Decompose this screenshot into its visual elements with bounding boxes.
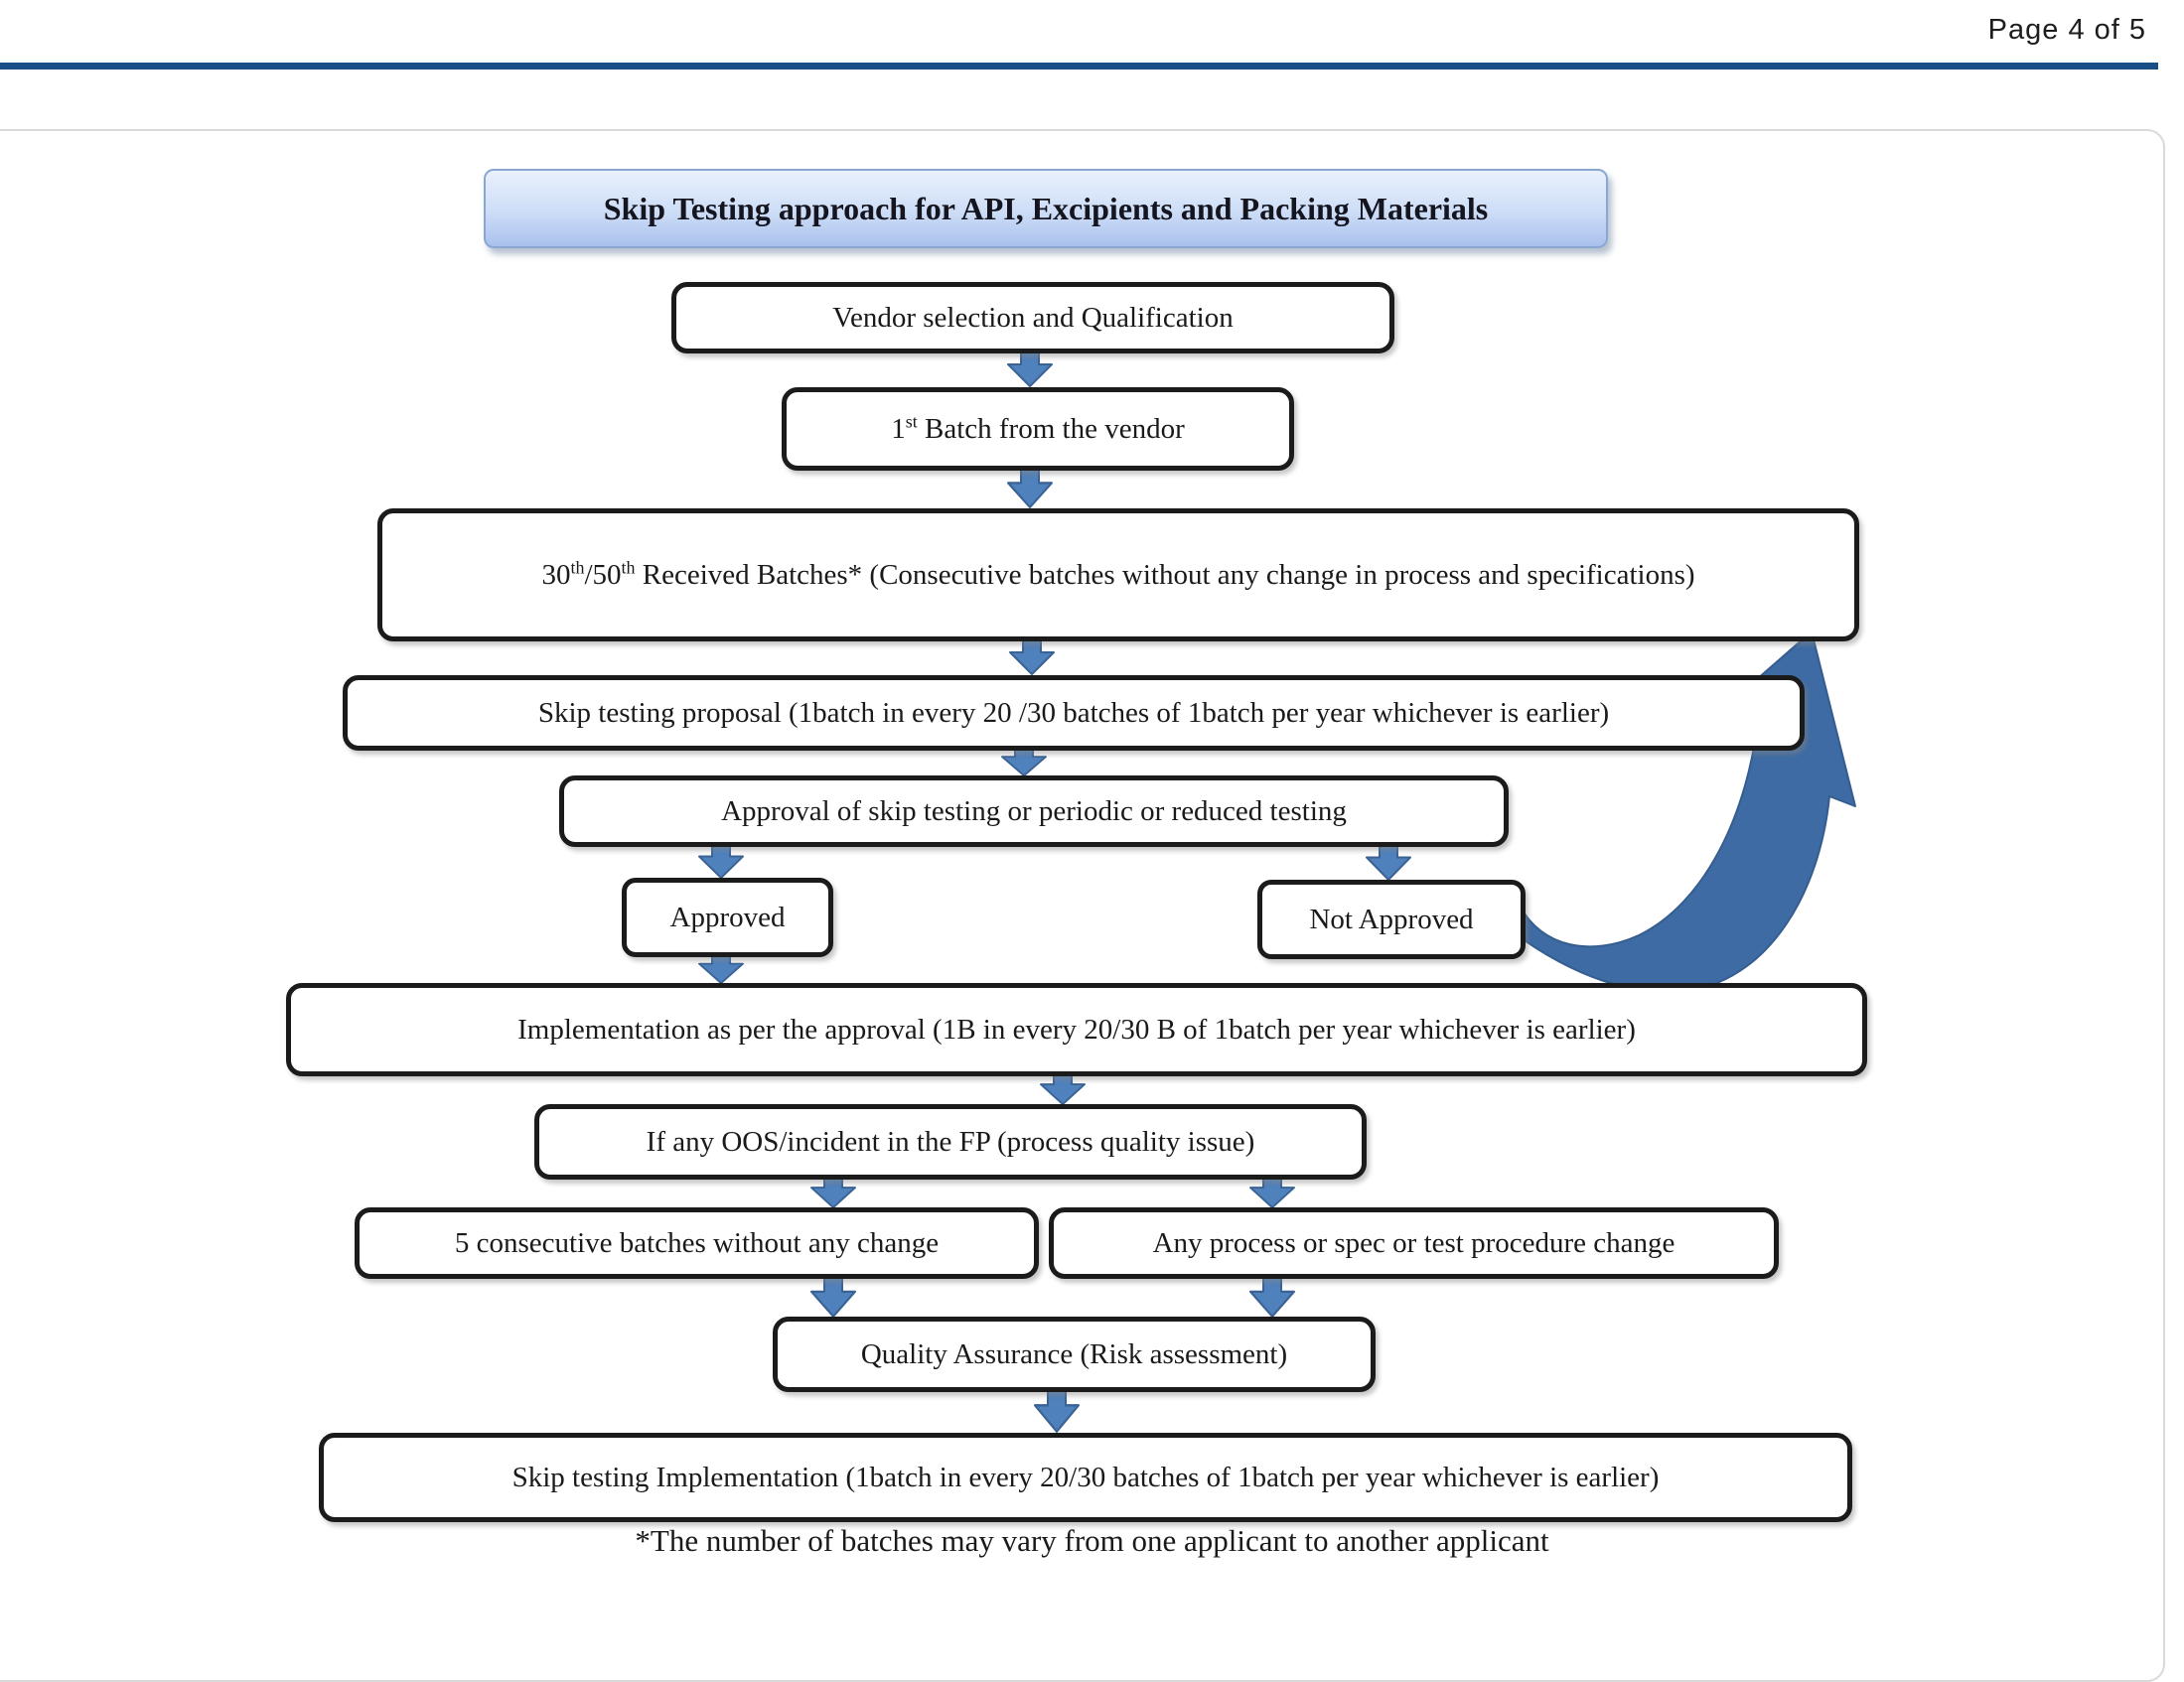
node-received-batches-label: 30th/50th Received Batches* (Consecutive… xyxy=(523,555,1712,596)
node-skip-implementation: Skip testing Implementation (1batch in e… xyxy=(319,1433,1852,1522)
node-process-change-label: Any process or spec or test procedure ch… xyxy=(1152,1226,1675,1259)
node-process-change: Any process or spec or test procedure ch… xyxy=(1049,1207,1779,1279)
node-quality-assurance: Quality Assurance (Risk assessment) xyxy=(773,1317,1376,1392)
page-number-label: Page 4 of 5 xyxy=(1987,14,2146,46)
flowchart-title-box: Skip Testing approach for API, Excipient… xyxy=(484,169,1608,248)
node-first-batch-label: 1st Batch from the vendor xyxy=(873,409,1202,450)
node-implementation: Implementation as per the approval (1B i… xyxy=(286,983,1867,1076)
node-quality-assurance-label: Quality Assurance (Risk assessment) xyxy=(860,1337,1288,1370)
first-batch-sup: st xyxy=(905,411,918,432)
node-not-approved-label: Not Approved xyxy=(1309,903,1474,935)
received-p2: /50 xyxy=(584,558,622,591)
node-skip-proposal: Skip testing proposal (1batch in every 2… xyxy=(343,675,1805,751)
node-skip-implementation-label: Skip testing Implementation (1batch in e… xyxy=(511,1461,1660,1493)
node-oos-incident-label: If any OOS/incident in the FP (process q… xyxy=(646,1125,1255,1158)
node-first-batch: 1st Batch from the vendor xyxy=(782,387,1294,471)
node-vendor-selection-label: Vendor selection and Qualification xyxy=(832,301,1234,334)
node-not-approved: Not Approved xyxy=(1257,880,1526,959)
received-rest: Received Batches* (Consecutive batches w… xyxy=(635,558,1695,591)
received-s2: th xyxy=(621,557,636,578)
node-five-batches: 5 consecutive batches without any change xyxy=(355,1207,1039,1279)
node-oos-incident: If any OOS/incident in the FP (process q… xyxy=(534,1104,1367,1180)
flowchart-title: Skip Testing approach for API, Excipient… xyxy=(603,190,1489,226)
first-batch-rest: Batch from the vendor xyxy=(917,412,1185,445)
node-five-batches-label: 5 consecutive batches without any change xyxy=(454,1226,940,1259)
node-implementation-label: Implementation as per the approval (1B i… xyxy=(517,1013,1636,1046)
header-divider xyxy=(0,63,2158,70)
node-skip-proposal-label: Skip testing proposal (1batch in every 2… xyxy=(537,696,1610,729)
received-p1: 30 xyxy=(541,558,571,591)
node-approved-label: Approved xyxy=(669,901,786,933)
first-batch-prefix: 1 xyxy=(891,412,906,445)
node-received-batches: 30th/50th Received Batches* (Consecutive… xyxy=(377,508,1859,641)
node-vendor-selection: Vendor selection and Qualification xyxy=(671,282,1394,353)
node-approved: Approved xyxy=(622,878,833,957)
node-approval: Approval of skip testing or periodic or … xyxy=(559,775,1509,847)
node-approval-label: Approval of skip testing or periodic or … xyxy=(721,794,1347,827)
received-s1: th xyxy=(570,557,585,578)
curved-return-arrow-icon xyxy=(1501,631,1856,994)
footnote: *The number of batches may vary from one… xyxy=(635,1523,1549,1558)
